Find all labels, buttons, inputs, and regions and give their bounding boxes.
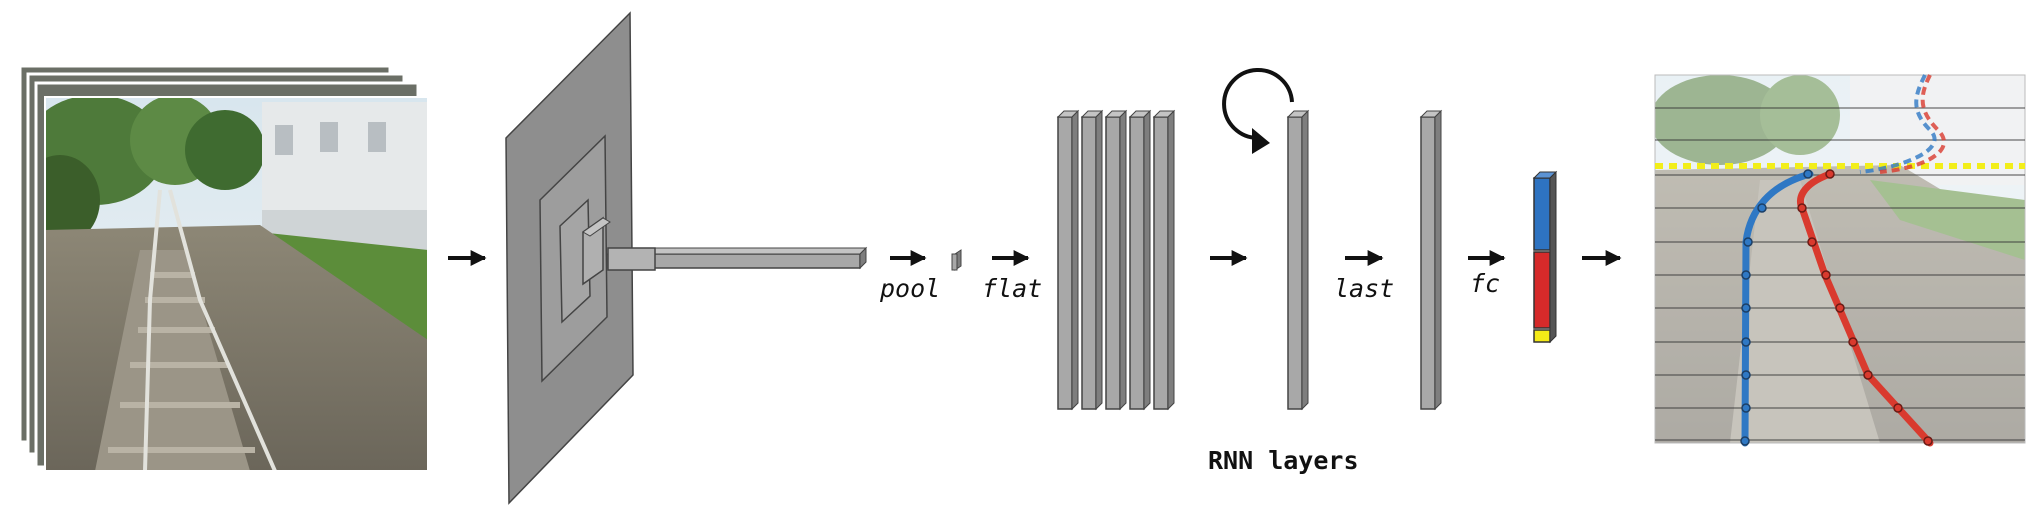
right-rail-point <box>1825 169 1835 179</box>
fc-blue-segment <box>1533 177 1551 251</box>
left-rail-point <box>1741 270 1751 280</box>
circular-arrow-icon <box>1222 68 1294 154</box>
left-rail-point <box>1741 303 1751 313</box>
stacked-video-frames-icon <box>18 64 429 472</box>
fc-red-segment <box>1533 251 1551 329</box>
left-rail-point <box>1757 203 1767 213</box>
front-frame-railway-photo <box>45 97 428 471</box>
rnn-hidden-bar <box>1286 109 1310 411</box>
sequence-bar <box>1104 109 1128 411</box>
right-rail-point <box>1835 303 1845 313</box>
cnn-feature-extractor <box>505 11 868 505</box>
left-rail-point <box>1741 337 1751 347</box>
right-rail-point <box>1821 270 1831 280</box>
pool-label: pool <box>879 274 940 303</box>
right-rail-point <box>1923 436 1933 446</box>
left-rail-point <box>1741 403 1751 413</box>
fc-output-vector <box>1532 170 1558 344</box>
right-rail-point <box>1797 203 1807 213</box>
right-rail-point <box>1893 403 1903 413</box>
sequence-bar <box>1128 109 1152 411</box>
sequence-bar <box>1056 109 1080 411</box>
rnn-layers-label: RNN layers <box>1208 446 1359 475</box>
output-rail-prediction <box>1654 74 2026 447</box>
fc-yellow-segment <box>1533 329 1551 343</box>
left-rail-point <box>1803 169 1813 179</box>
input-frames-stack <box>18 64 429 472</box>
pooled-feature-block <box>951 249 962 271</box>
left-rail-point <box>1741 370 1751 380</box>
right-rail-beyond-horizon <box>1879 74 1946 174</box>
fc-label: fc <box>1470 269 1500 298</box>
right-rail-point <box>1807 237 1817 247</box>
sequence-bar <box>1152 109 1176 411</box>
left-rail-beyond-horizon <box>1859 74 1937 174</box>
left-rail-point <box>1740 436 1750 446</box>
flattened-sequence-bars <box>1056 109 1176 411</box>
last-hidden-state-bar <box>1419 109 1443 411</box>
left-rail-point <box>1743 237 1753 247</box>
last-label: last <box>1334 274 1394 303</box>
sequence-bar <box>1080 109 1104 411</box>
right-rail-point <box>1848 337 1858 347</box>
right-rail-point <box>1863 370 1873 380</box>
right-rail-curve <box>1796 170 1934 447</box>
flat-label: flat <box>982 274 1042 303</box>
